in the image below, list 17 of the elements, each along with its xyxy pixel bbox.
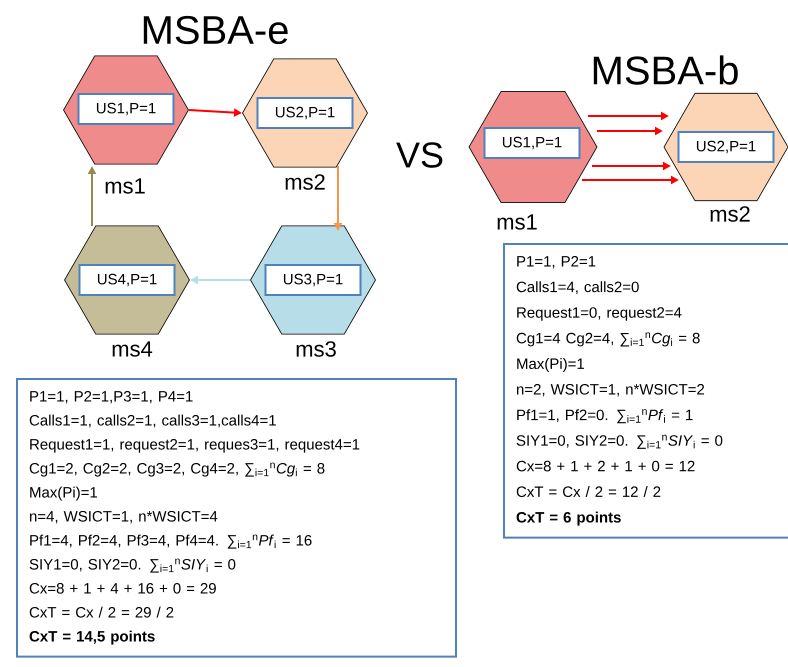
heading: VS (396, 142, 442, 168)
node-caption: ms1 (498, 214, 537, 230)
label-box: US2,P=1 (256, 97, 354, 129)
text-panel: P1=1, P2=1,P3=1, P4=1 Calls1=1, calls2=1, calls3=1,calls4=1 Request1=1, request2=1, reques3=1, request4=1 Cg1=2, Cg2=2, Cg3=2, Cg4=2, ∑$_{i=1}$$^{n}$Cg$_{i}$ = 8 Max(Pi)=1 n=4, WSICT=1, n*WSICT=4 Pf1=4, Pf2=4, Pf3=4, Pf4=4. ∑$_{i=1}$$^{n}$Pf$_{i}$ = 16 SIY1=0, SIY2=0. ∑$_{i=1}$$^{n}$SIY$_{i}$ = 0 Cx=8 + 1 + 4 + 16 + 0 = 29 CxT = Cx / 2 = 29 / 2 CxT = 14,5 points (16, 378, 457, 658)
node-caption: ms3 (296, 341, 336, 357)
node-caption: ms2 (286, 174, 325, 190)
label-box: US1,P=1 (78, 93, 174, 125)
label-box: US2,P=1 (678, 131, 774, 163)
label-box: US1,P=1 (484, 127, 580, 159)
node-caption: ms2 (710, 206, 750, 222)
label-box: US4,P=1 (78, 264, 176, 296)
heading: MSBA-b (594, 55, 738, 85)
node-caption: ms1 (106, 178, 145, 194)
node-caption: ms4 (112, 341, 152, 357)
label-box: US3,P=1 (264, 264, 362, 296)
text-panel: P1=1, P2=1 Calls1=4, calls2=0 Request1=0, request2=4 Cg1=4 Cg2=4, ∑$_{i=1}$$^{n}$Cg$_{i}$ = 8 Max(Pi)=1 n=2, WSICT=1, n*WSICT=2 Pf1=1, Pf2=0. ∑$_{i=1}$$^{n}$Pf$_{i}$ = 1 SIY1=0, SIY2=0. ∑$_{i=1}$$^{n}$SIY$_{i}$ = 0 Cx=8 + 1 + 2 + 1 + 0 = 12 CxT = Cx / 2 = 12 / 2 CxT = 6 points (503, 243, 788, 539)
heading: MSBA-e (144, 16, 288, 44)
